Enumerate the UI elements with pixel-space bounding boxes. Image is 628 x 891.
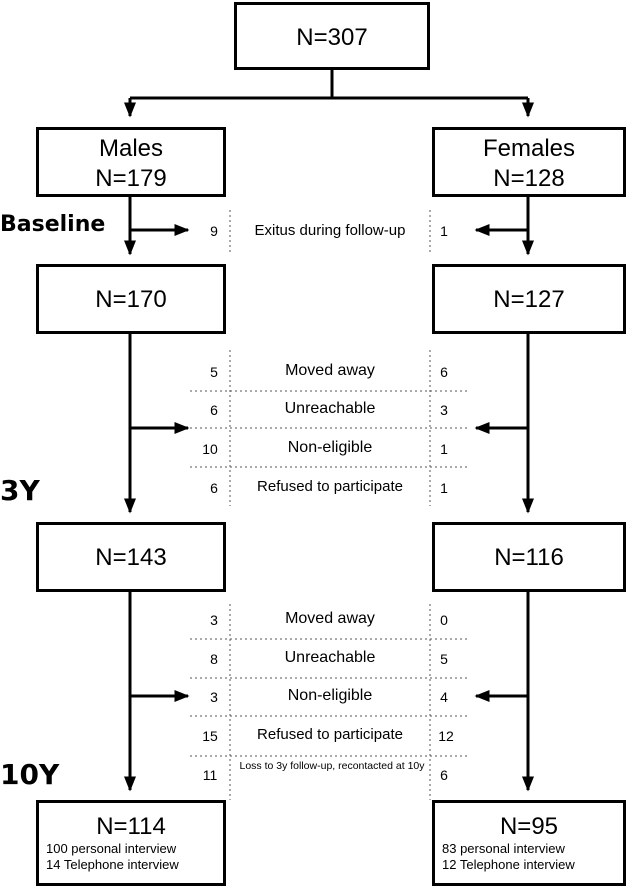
females-final-count: N=95: [499, 813, 559, 840]
males-10y-count: N=143: [95, 544, 167, 571]
males-10y-box: N=143: [36, 522, 226, 592]
females-3y-count: N=127: [493, 286, 565, 313]
3y-row4-label: Refused to participate: [257, 478, 403, 495]
3y-row4-males: 6: [210, 480, 218, 496]
10y-row1-label: Moved away: [285, 610, 375, 627]
females-10y-box: N=116: [432, 522, 626, 592]
baseline-exclusion-females: 1: [440, 223, 448, 239]
10y-row5-males: 11: [202, 767, 218, 783]
stage-label-baseline: Baseline: [0, 212, 106, 237]
3y-row2-males: 6: [210, 402, 218, 418]
10y-row3-females: 4: [440, 689, 448, 705]
stage-label-3y: 3Y: [0, 474, 40, 507]
10y-row2-label: Unreachable: [284, 649, 376, 666]
females-10y-count: N=116: [494, 544, 564, 571]
total-box: N=307: [234, 2, 430, 70]
3y-row2-females: 3: [440, 402, 448, 418]
3y-row1-females: 6: [440, 364, 448, 380]
males-label: Males: [98, 135, 164, 162]
males-3y-box: N=170: [36, 264, 226, 334]
males-count: N=179: [95, 165, 167, 192]
males-final-count: N=114: [96, 813, 166, 840]
10y-row4-label: Refused to participate: [257, 726, 403, 743]
10y-row4-males: 15: [202, 728, 218, 744]
3y-row3-label: Non-eligible: [287, 439, 373, 456]
males-final-box: N=114 100 personal interview 14 Telephon…: [36, 800, 226, 886]
3y-row4-females: 1: [440, 480, 448, 496]
total-count: N=307: [296, 24, 368, 51]
10y-row1-females: 0: [440, 612, 448, 628]
females-final-box: N=95 83 personal interview 12 Telephone …: [432, 800, 626, 886]
3y-row2-label: Unreachable: [284, 400, 376, 417]
10y-row2-females: 5: [440, 651, 448, 667]
table-gridlines: [190, 210, 468, 800]
females-final-personal: 83 personal interview: [442, 841, 565, 856]
stage-label-10y: 10Y: [0, 758, 60, 791]
females-label: Females: [482, 135, 576, 162]
10y-row1-males: 3: [210, 612, 218, 628]
females-box: Females N=128: [432, 127, 626, 197]
males-final-telephone: 14 Telephone interview: [46, 857, 179, 872]
females-final-telephone: 12 Telephone interview: [442, 857, 575, 872]
males-3y-count: N=170: [95, 286, 167, 313]
females-3y-box: N=127: [432, 264, 626, 334]
males-box: Males N=179: [36, 127, 226, 197]
3y-row1-label: Moved away: [285, 362, 375, 379]
10y-row4-females: 12: [438, 728, 454, 744]
3y-row3-males: 10: [202, 441, 218, 457]
3y-row3-females: 1: [440, 441, 448, 457]
females-count: N=128: [493, 165, 565, 192]
10y-row2-males: 8: [210, 651, 218, 667]
males-final-personal: 100 personal interview: [46, 841, 177, 856]
3y-row1-males: 5: [210, 364, 218, 380]
10y-row3-label: Non-eligible: [287, 687, 373, 704]
baseline-exclusion-label: Exitus during follow-up: [254, 222, 406, 239]
10y-row5-label: Loss to 3y follow-up, recontacted at 10y: [239, 760, 425, 772]
baseline-exclusion-males: 9: [210, 223, 218, 239]
10y-row3-males: 3: [210, 689, 218, 705]
10y-row5-females: 6: [440, 767, 448, 783]
